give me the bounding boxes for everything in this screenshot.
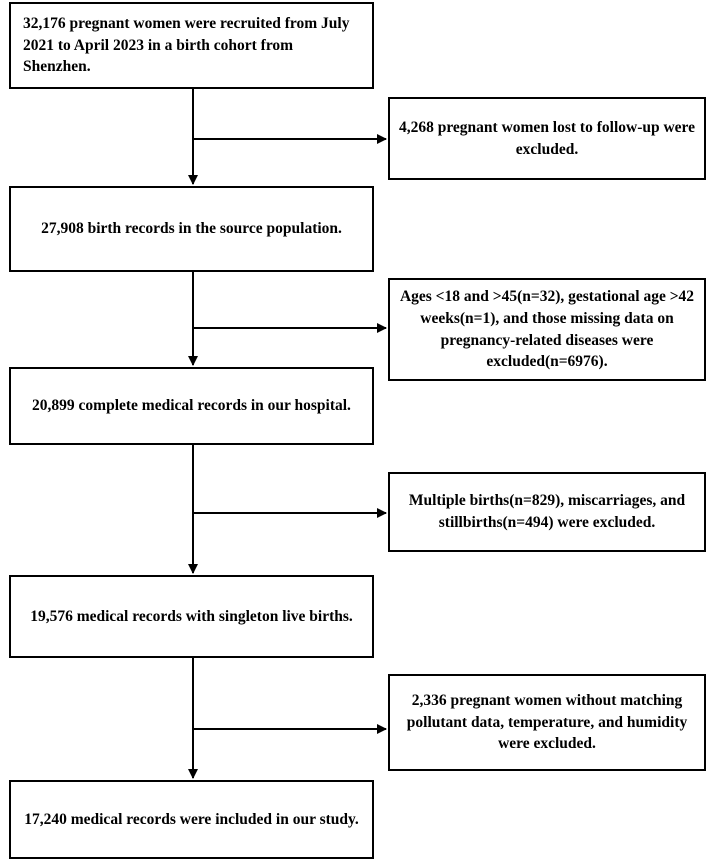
main-box-singleton-births: 19,576 medical records with singleton li…	[9, 575, 374, 658]
exclusion-box-lost-follow-up: 4,268 pregnant women lost to follow-up w…	[388, 97, 706, 180]
exclusion-box-multiple-births-text: Multiple births(n=829), miscarriages, an…	[408, 492, 686, 531]
main-box-singleton-births-text: 19,576 medical records with singleton li…	[30, 607, 353, 625]
main-box-recruited: 32,176 pregnant women were recruited fro…	[9, 2, 374, 89]
exclusion-box-missing-pollutant: 2,336 pregnant women without matching po…	[388, 674, 706, 771]
main-box-complete-records-text: 20,899 complete medical records in our h…	[32, 397, 351, 415]
exclusion-box-age-gestational-text: Ages <18 and >45(n=32), gestational age …	[399, 288, 695, 371]
main-box-complete-records: 20,899 complete medical records in our h…	[9, 367, 374, 445]
exclusion-box-lost-follow-up-text: 4,268 pregnant women lost to follow-up w…	[398, 118, 696, 158]
exclusion-box-missing-pollutant-text: 2,336 pregnant women without matching po…	[406, 691, 688, 753]
main-box-source-population: 27,908 birth records in the source popul…	[9, 186, 374, 272]
exclusion-box-multiple-births: Multiple births(n=829), miscarriages, an…	[388, 472, 706, 552]
main-box-source-population-text: 27,908 birth records in the source popul…	[41, 220, 342, 238]
main-box-recruited-text: 32,176 pregnant women were recruited fro…	[23, 14, 350, 76]
main-box-included: 17,240 medical records were included in …	[9, 780, 374, 859]
exclusion-box-age-gestational: Ages <18 and >45(n=32), gestational age …	[388, 278, 706, 381]
main-box-included-text: 17,240 medical records were included in …	[24, 810, 359, 828]
